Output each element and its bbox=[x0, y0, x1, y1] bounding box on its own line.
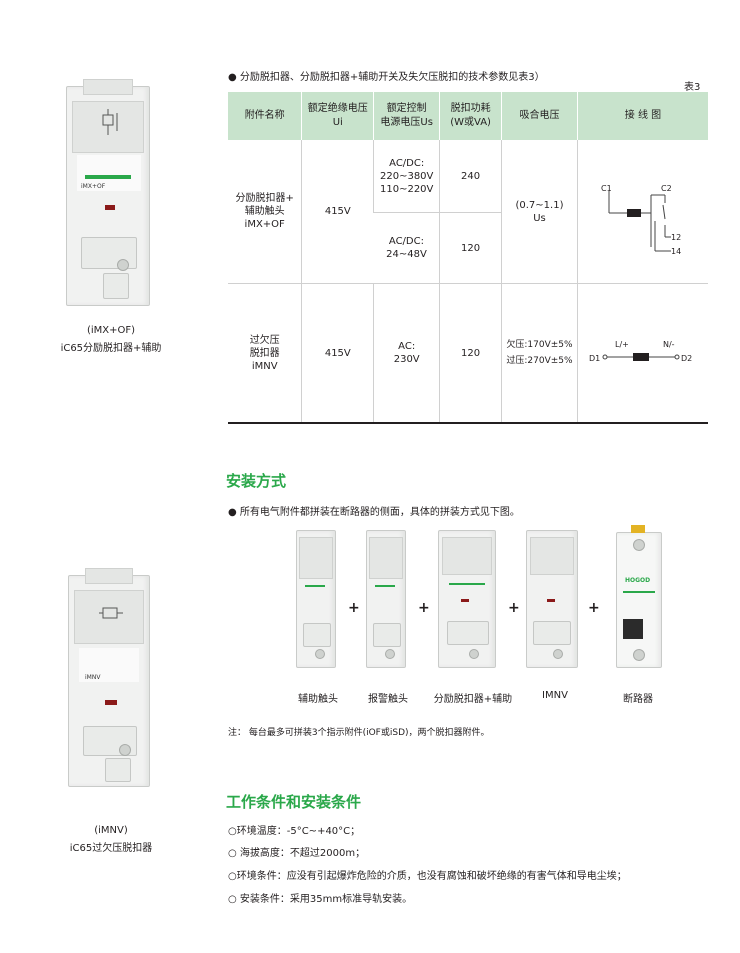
device-label-text: iMNV bbox=[85, 674, 101, 681]
bullet-icon: ● bbox=[228, 507, 237, 518]
row2-pickup: 欠压:170V±5% 过压:270V±5% bbox=[501, 283, 578, 424]
plus-sign: + bbox=[348, 600, 360, 616]
table-header-row: 附件名称 额定绝缘电压 Ui 额定控制 电源电压Us 脱扣功耗 (W或VA) 吸… bbox=[228, 92, 708, 140]
item-label-alarm: 报警触头 bbox=[368, 694, 408, 705]
row2-ui: 415V bbox=[301, 283, 374, 424]
header-diagram: 接 线 图 bbox=[576, 92, 708, 140]
terminal-n: N/- bbox=[663, 340, 675, 349]
table-row: 分励脱扣器+ 辅助触头 iMX+OF 415V AC/DC: 220~380V … bbox=[228, 140, 708, 284]
shunt-trip-aux-image bbox=[438, 530, 496, 668]
table-intro: ● 分励脱扣器、分励脱扣器+辅助开关及失欠压脱扣的技术参数见表3） bbox=[228, 72, 545, 83]
bullet-icon: ● bbox=[228, 72, 237, 83]
table-number: 表3 bbox=[684, 82, 701, 93]
terminal-c1: C1 bbox=[601, 184, 612, 193]
header-us: 额定控制 电源电压Us bbox=[373, 92, 440, 140]
item-label-shunt: 分励脱扣器+辅助 bbox=[433, 694, 513, 705]
terminal-12: 12 bbox=[671, 233, 681, 242]
item-label-imnv: IMNV bbox=[542, 690, 568, 701]
row2-diagram: L/+ N/- D1 D2 bbox=[576, 283, 708, 424]
row1-us-a: AC/DC: 220~380V 110~220V bbox=[373, 140, 440, 213]
circle-bullet-icon: ○ bbox=[228, 826, 237, 837]
circle-bullet-icon: ○ bbox=[228, 848, 237, 859]
product-model-1: (iMX+OF) bbox=[86, 325, 136, 336]
terminal-c2: C2 bbox=[661, 184, 672, 193]
item-label-aux: 辅助触头 bbox=[298, 694, 338, 705]
install-title: 安装方式 bbox=[226, 472, 287, 490]
plus-sign: + bbox=[418, 600, 430, 616]
header-power: 脱扣功耗 (W或VA) bbox=[439, 92, 502, 140]
row2-name: 过欠压 脱扣器 iMNV bbox=[228, 283, 302, 424]
row2-power: 120 bbox=[439, 283, 502, 424]
row1-power-a: 240 bbox=[439, 140, 502, 213]
header-name: 附件名称 bbox=[228, 92, 302, 140]
install-note: 注： 每台最多可拼装3个指示附件(iOF或iSD)，两个脱扣器附件。 bbox=[228, 728, 490, 738]
imnv-wiring-diagram: L/+ N/- D1 D2 bbox=[589, 340, 692, 363]
wiring-symbol-icon bbox=[102, 109, 118, 135]
breaker-brand-text: HOGOD bbox=[625, 577, 651, 584]
alarm-contact-image bbox=[366, 530, 406, 668]
condition-item: ○环境条件：应没有引起爆炸危险的介质，也没有腐蚀和破坏绝缘的有害气体和导电尘埃； bbox=[228, 871, 627, 882]
device-label-text: iMX+OF bbox=[81, 183, 106, 190]
condition-item: ○ 海拔高度：不超过2000m； bbox=[228, 848, 366, 859]
table-row: AC/DC: 24~48V 120 bbox=[228, 212, 708, 284]
circle-bullet-icon: ○ bbox=[228, 871, 237, 882]
install-text: ● 所有电气附件都拼装在断路器的侧面，具体的拼装方式见下图。 bbox=[228, 507, 520, 518]
spec-table: 附件名称 额定绝缘电压 Ui 额定控制 电源电压Us 脱扣功耗 (W或VA) 吸… bbox=[228, 92, 708, 424]
condition-item: ○ 安装条件：采用35mm标准导轨安装。 bbox=[228, 894, 413, 905]
condition-item: ○环境温度：-5°C~+40°C； bbox=[228, 826, 361, 837]
row1-ui: 415V bbox=[301, 140, 374, 284]
aux-contact-image bbox=[296, 530, 336, 668]
product-model-2: (iMNV) bbox=[94, 825, 128, 836]
terminal-d1: D1 bbox=[589, 354, 600, 363]
terminal-l: L/+ bbox=[615, 340, 629, 349]
header-pickup: 吸合电压 bbox=[501, 92, 578, 140]
imx-of-wiring-diagram: C1 C2 12 14 bbox=[601, 184, 681, 256]
table-row: 过欠压 脱扣器 iMNV 415V AC: 230V 120 欠压:170V±5… bbox=[228, 283, 708, 424]
plus-sign: + bbox=[588, 600, 600, 616]
product-name-1: iC65分励脱扣器+辅助 bbox=[60, 343, 162, 354]
row1-diagram: C1 C2 12 14 bbox=[576, 140, 708, 284]
row1-pickup: (0.7~1.1) Us bbox=[501, 140, 578, 284]
pickup-under: 欠压:170V±5% bbox=[506, 340, 573, 350]
row1-name: 分励脱扣器+ 辅助触头 iMX+OF bbox=[228, 140, 302, 284]
terminal-d2: D2 bbox=[681, 354, 692, 363]
imx-of-device-image: iMX+OF bbox=[66, 79, 150, 306]
pickup-over: 过压:270V±5% bbox=[506, 356, 573, 366]
circuit-breaker-image: HOGOD bbox=[616, 525, 662, 668]
plus-sign: + bbox=[508, 600, 520, 616]
imnv-module-image bbox=[526, 530, 578, 668]
row2-us: AC: 230V bbox=[373, 283, 440, 424]
conditions-title: 工作条件和安装条件 bbox=[226, 793, 362, 811]
row1-us-b: AC/DC: 24~48V bbox=[373, 212, 440, 284]
header-ui: 额定绝缘电压 Ui bbox=[301, 92, 374, 140]
item-label-breaker: 断路器 bbox=[623, 694, 653, 705]
product-name-2: iC65过欠压脱扣器 bbox=[69, 843, 153, 854]
wiring-symbol-icon bbox=[99, 607, 123, 619]
circle-bullet-icon: ○ bbox=[228, 894, 237, 905]
imnv-device-image: iMNV bbox=[68, 568, 150, 787]
terminal-14: 14 bbox=[671, 247, 681, 256]
row1-power-b: 120 bbox=[439, 212, 502, 284]
